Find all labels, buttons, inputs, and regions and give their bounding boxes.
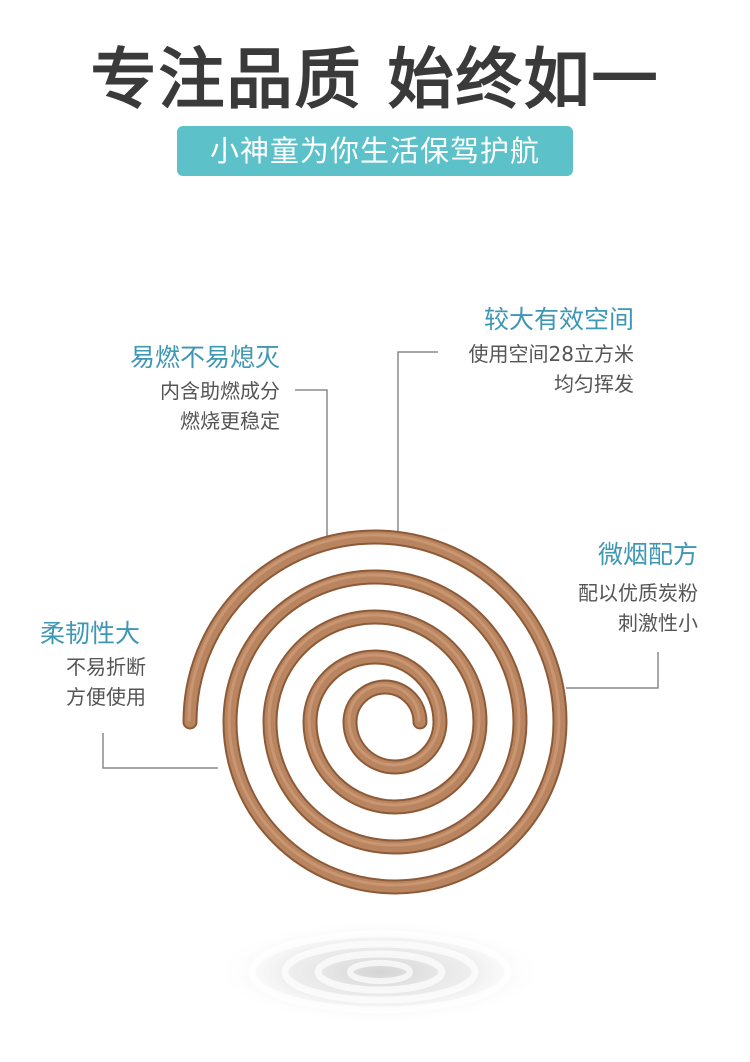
leader-lines bbox=[102, 351, 659, 769]
leader-line-space bbox=[397, 351, 438, 542]
coil-shadow bbox=[215, 920, 545, 1024]
feature-desc-flexibility-line2: 方便使用 bbox=[66, 685, 146, 709]
feature-desc-ignition-line1: 内含助燃成分 bbox=[160, 379, 280, 403]
feature-desc-ignition-line2: 燃烧更稳定 bbox=[180, 409, 280, 433]
feature-title-smoke: 微烟配方 bbox=[597, 540, 698, 569]
leader-line-flexibility bbox=[102, 733, 218, 769]
feature-desc-space-line2: 均匀挥发 bbox=[554, 372, 634, 396]
feature-desc-smoke-line2: 刺激性小 bbox=[618, 611, 698, 635]
page-headline: 专注品质 始终如一 bbox=[90, 41, 660, 118]
leader-line-smoke bbox=[566, 652, 659, 689]
feature-title-ignition: 易燃不易熄灭 bbox=[129, 343, 280, 372]
feature-desc-flexibility-line1: 不易折断 bbox=[66, 655, 146, 679]
feature-desc-smoke-line1: 配以优质炭粉 bbox=[578, 581, 698, 605]
mosquito-coil bbox=[182, 529, 568, 895]
feature-desc-space-line1: 使用空间28立方米 bbox=[468, 342, 634, 366]
feature-title-flexibility: 柔韧性大 bbox=[40, 619, 141, 648]
feature-title-space: 较大有效空间 bbox=[483, 305, 634, 334]
slogan-banner: 小神童为你生活保驾护航 bbox=[177, 126, 573, 176]
leader-line-ignition bbox=[295, 389, 328, 550]
